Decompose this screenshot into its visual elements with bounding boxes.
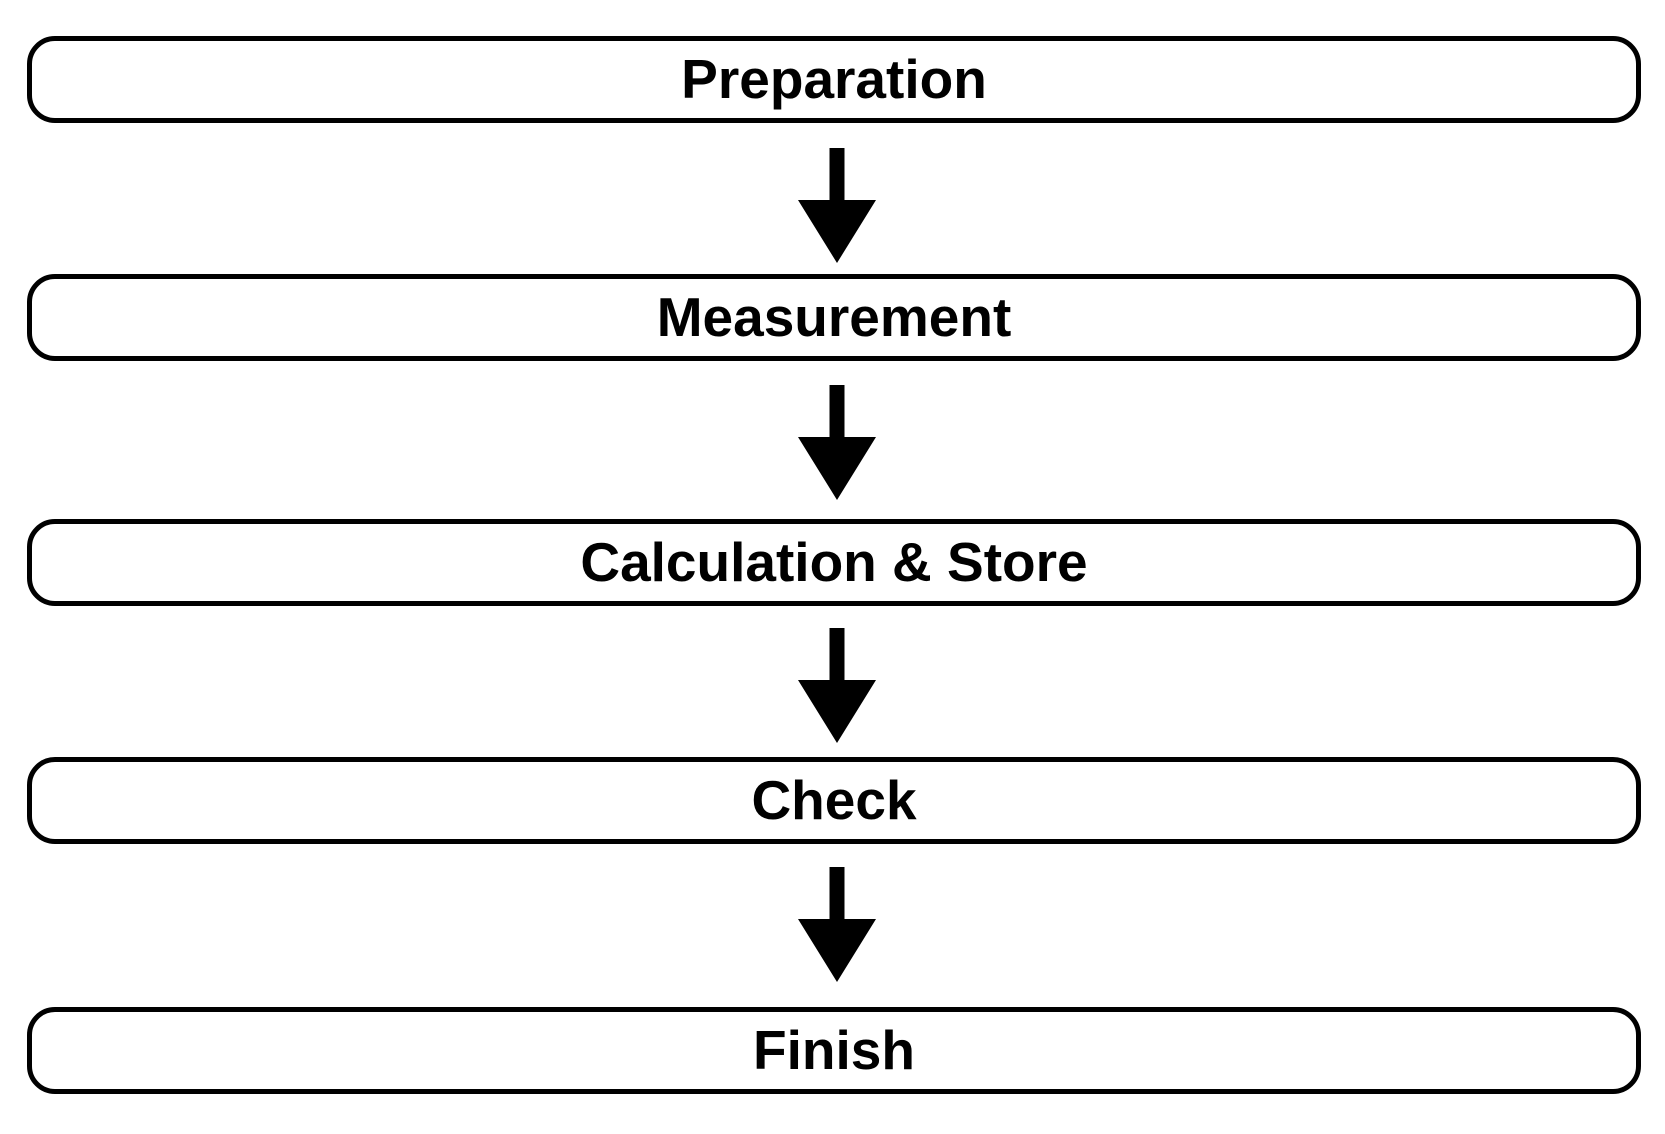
flow-node-label: Preparation xyxy=(681,48,987,110)
flow-node-label: Finish xyxy=(753,1019,915,1081)
flow-node-measurement: Measurement xyxy=(27,274,1641,361)
flow-node-check: Check xyxy=(27,757,1641,844)
flow-node-finish: Finish xyxy=(27,1007,1641,1094)
arrow-down-icon xyxy=(797,628,877,743)
flow-node-preparation: Preparation xyxy=(27,36,1641,123)
flow-node-label: Check xyxy=(751,769,917,831)
flow-node-label: Measurement xyxy=(656,286,1012,348)
flow-node-label: Calculation & Store xyxy=(580,531,1088,593)
flow-node-calculation-store: Calculation & Store xyxy=(27,519,1641,606)
arrow-down-icon xyxy=(797,867,877,982)
arrow-down-icon xyxy=(797,385,877,500)
arrow-down-icon xyxy=(797,148,877,263)
